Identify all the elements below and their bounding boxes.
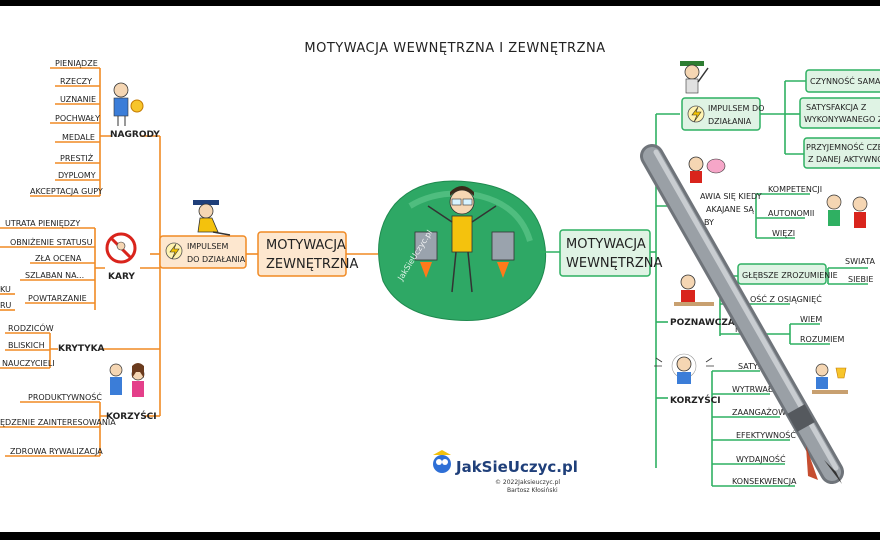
pojawia-line1: AWIA SIĘ KIEDY [700,192,762,201]
poznawcza-item: GŁĘBSZE ZROZUMIENIE [742,271,838,280]
korzysci-right-item: ZAANGAŻOWA [732,407,792,417]
kary-item: OBNIŻENIE STATUSU [10,237,93,247]
right-impulse-line2: DZIAŁANIA [708,117,752,126]
right-impulse-item: Z DANEJ AKTYWNOŚCI [808,153,880,164]
pojawia-item: KOMPETENCJI [768,185,822,194]
right-impulse-line1: IMPULSEM DO [708,104,764,113]
left-main-line2: ZEWNĘTRZNA [266,257,359,272]
left-main-line1: MOTYWACJA [266,238,346,253]
kary-item: KU [0,285,11,294]
korzysci-left-item: ZDROWA RYWALIZACJA [10,447,103,456]
lightning-icon [165,242,183,260]
left-impulse-box [159,235,247,269]
impulse-item-box [799,97,880,129]
left-impulse-line2: DO DZIAŁANIA [187,255,246,264]
korzysci-left-label: KORZYŚCI [106,410,157,422]
poznawcza-item: SWIATA [845,257,875,266]
graduate-figure-icon [193,200,231,236]
glebsze-box [737,263,827,285]
poznawcza-label: POZNAWCZA [670,318,735,328]
nagrody-item: POCHWAŁY [55,114,100,123]
poznawcza-item: WIEM [800,315,822,324]
trophy-figure-icon [812,363,848,394]
kary-item: UTRATA PIENIĘDZY [5,219,80,228]
pojawia-line2: AKAJANE SĄ [706,205,754,214]
nagrody-item: AKCEPTACJA GUPY [30,187,103,196]
nagrody-item: RZECZY [60,77,92,86]
right-impulse-item: PRZYJEMNOŚĆ CZERP [806,141,880,152]
poznawcza-item: OŚĆ Z OSIĄGNIĘĆ [750,293,822,304]
logo-owl-icon [433,450,451,473]
map-title: MOTYWACJA WEWNĘTRZNA I ZEWNĘTRZNA [304,41,605,56]
impulse-item-box [805,69,880,93]
lightning-icon [687,105,705,123]
right-impulse-item: CZYNNOŚĆ SAMA W SO [810,75,880,86]
teacher-figure-icon [680,61,709,94]
left-impulse-line1: IMPULSEM [187,242,229,251]
two-kids-icon [109,363,145,397]
pojawia-item: AUTONOMII [768,209,814,218]
pojawia-line3: BY [704,218,714,227]
excited-figure-icon [654,353,714,384]
korzysci-right-item: SATYS [738,362,763,371]
right-impulse-item: WYKONYWANEGO ZADAN [804,115,880,124]
logo-copyright: © 2022Jaksieuczyc.pl [495,479,560,486]
prohibited-icon [105,232,137,264]
logo-text: JakSieUczyc.pl [455,458,578,476]
right-main-line1: MOTYWACJA [566,237,646,252]
korzysci-left-item: PRODUKTYWNOŚĆ [28,391,102,402]
nagrody-item: PIENIĄDZE [55,59,98,68]
impulse-item-box [803,137,880,169]
nagrody-figure-icon [113,82,144,126]
brain-figure-icon [688,156,726,183]
korzysci-right-item: KONSEKWENCJA [732,477,797,486]
kids-playing-icon [826,194,868,228]
kary-label: KARY [108,272,135,282]
korzysci-right-label: KORZYŚCI [670,394,721,406]
nagrody-label: NAGRODY [110,130,160,140]
poznawcza-item: ROZUMIEM [800,335,845,344]
krytyka-label: KRYTYKA [58,344,105,354]
motywacja-zewnetrzna-box [257,231,347,277]
mindmap-canvas: MOTYWACJA WEWNĘTRZNA I ZEWNĘTRZNA [0,6,880,532]
kary-item: RU [0,301,12,310]
korzysci-right-item: EFEKTYWNOŚĆ [736,429,796,440]
kary-item: POWTARZANIE [28,294,87,303]
krytyka-item: BLISKICH [8,341,45,350]
right-main-line2: WEWNĘTRZNA [566,256,662,271]
pojawia-item: WIĘZI [772,229,795,238]
nagrody-item: PRESTIŻ [60,153,94,163]
right-impulse-box [681,97,761,131]
kary-item: SZLABAN NA... [25,271,84,280]
korzysci-left-item: ĘDZENIE ZAINTERESOWANIA [0,418,116,427]
motywacja-wewnetrzna-box [559,229,651,277]
right-impulse-item: SATYSFAKCJA Z [806,103,867,112]
reading-figure-icon [674,274,714,306]
logo-author: Bartosz Kłosiński [507,487,558,494]
nagrody-item: DYPLOMY [58,171,96,180]
left-branches [0,67,378,457]
center-blob [378,180,547,321]
mindmap-svg: MOTYWACJA WEWNĘTRZNA I ZEWNĘTRZNA [0,41,880,494]
korzysci-right-item: WYTRWAŁO [732,385,779,394]
kary-item: ZŁA OCENA [35,254,82,263]
korzysci-right-item: WYDAJNOŚĆ [736,453,786,464]
nagrody-item: MEDALE [62,133,95,142]
krytyka-item: RODZICÓW [8,322,54,333]
poznawcza-item: SIEBIE [848,275,873,284]
stylus-pen-icon [640,144,844,484]
krytyka-item: NAUCZYCIELI [2,359,55,368]
nagrody-item: UZNANIE [60,95,96,104]
